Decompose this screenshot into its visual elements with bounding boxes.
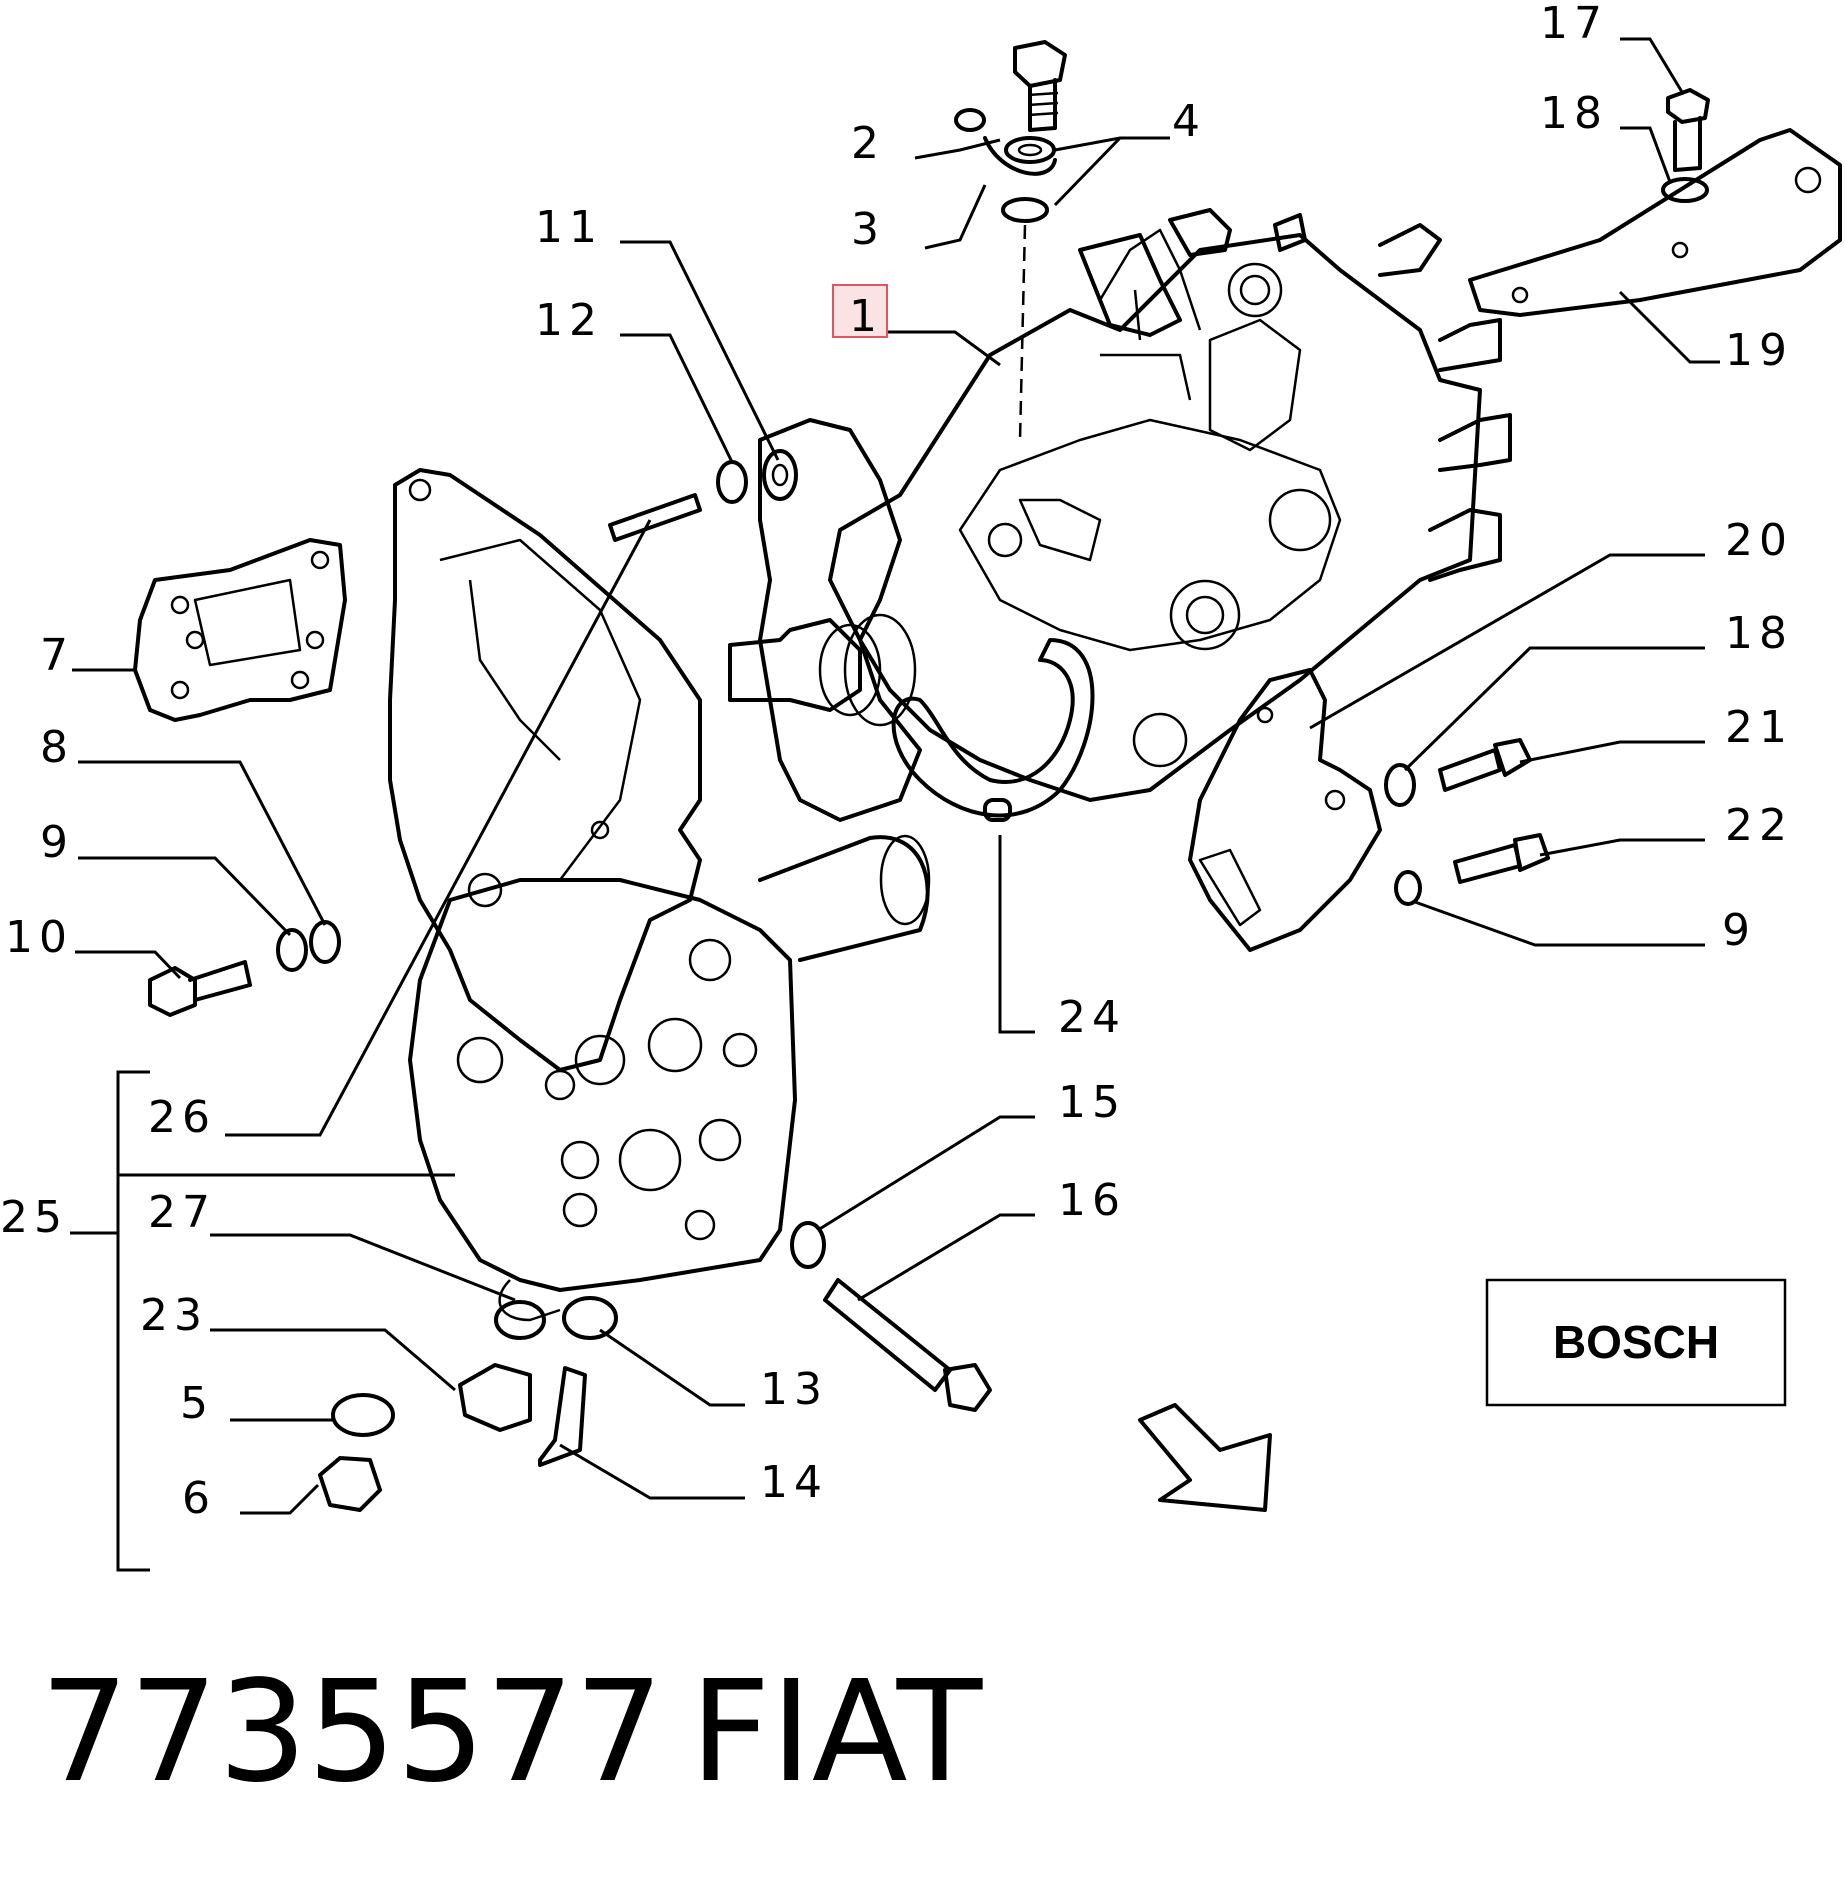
callout-6: 6 (182, 1473, 216, 1524)
callout-25: 25 (0, 1192, 68, 1243)
callout-26: 26 (148, 1092, 216, 1143)
callout-21: 21 (1725, 702, 1793, 753)
washers-11-12 (716, 449, 798, 504)
callout-10: 10 (5, 912, 73, 963)
washer-pair (276, 920, 341, 972)
callout-14: 14 (760, 1457, 828, 1508)
bolt-16 (790, 1221, 992, 1412)
callout-8: 8 (40, 722, 74, 773)
callout-17: 17 (1540, 0, 1608, 49)
callout-11: 11 (535, 202, 603, 253)
callout-9-left: 9 (40, 817, 74, 868)
callout-15: 15 (1058, 1077, 1126, 1128)
gasket (133, 538, 347, 722)
callout-7: 7 (40, 630, 74, 681)
seals-and-plugs (318, 1296, 618, 1512)
brand-label: BOSCH (1553, 1316, 1719, 1368)
callout-2: 2 (851, 118, 885, 169)
callout-4: 4 (1172, 96, 1206, 147)
stud-26 (608, 493, 702, 542)
callout-23: 23 (140, 1290, 208, 1341)
part-number: 7735577 (40, 1651, 664, 1814)
highlight-box (832, 284, 888, 338)
callout-20: 20 (1725, 515, 1793, 566)
direction-arrow (1138, 1403, 1272, 1512)
callout-22: 22 (1725, 800, 1793, 851)
bracket-19 (1468, 128, 1842, 317)
callout-18-right: 18 (1725, 608, 1793, 659)
injection-pump-body (728, 40, 1512, 822)
callout-16: 16 (1058, 1175, 1126, 1226)
callout-12: 12 (535, 295, 603, 346)
callout-9-right: 9 (1722, 905, 1756, 956)
manufacturer-name: FIAT (690, 1651, 983, 1814)
callout-19: 19 (1725, 325, 1793, 376)
bracket-20 (1188, 668, 1382, 952)
adapter-plate (388, 468, 702, 1072)
callout-1: 1 (849, 291, 883, 342)
callout-27: 27 (148, 1187, 216, 1238)
bolt-10 (148, 960, 252, 1017)
callout-18-top: 18 (1540, 88, 1608, 139)
brand-box: BOSCH (1485, 1278, 1787, 1407)
callout-numbers: 1 2 3 4 5 6 7 8 9 9 10 11 12 13 14 15 16… (0, 0, 1793, 1524)
bolt-17-18 (1661, 88, 1710, 203)
leader-lines (70, 37, 1720, 1572)
callout-5: 5 (180, 1378, 214, 1429)
callout-3: 3 (851, 204, 885, 255)
callout-13: 13 (760, 1364, 828, 1415)
callout-24: 24 (1058, 992, 1126, 1043)
governor-housing (408, 834, 931, 1322)
